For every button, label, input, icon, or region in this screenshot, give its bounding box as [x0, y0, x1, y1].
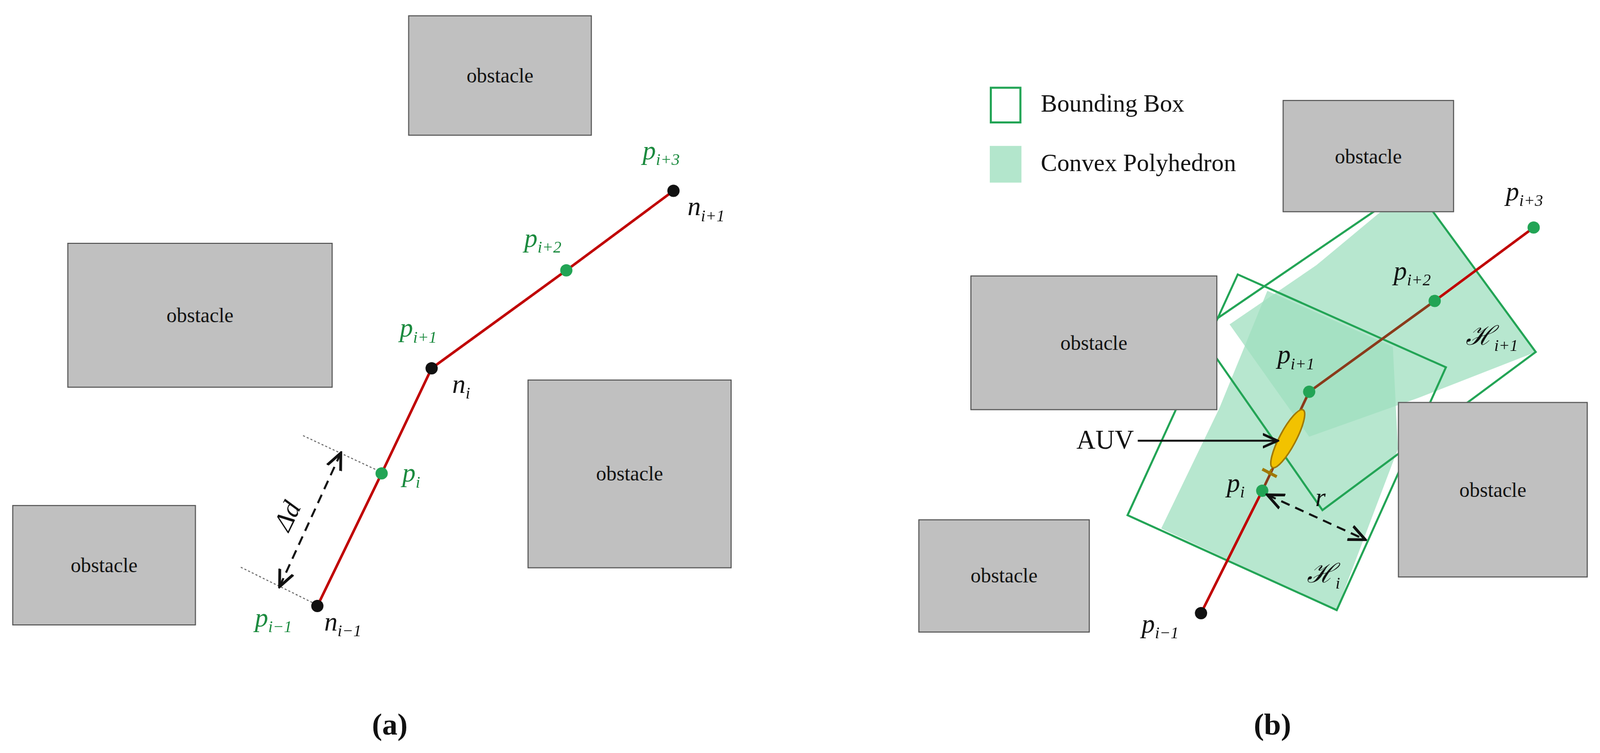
dimension-label: Δd [269, 497, 306, 535]
point-label: ni [452, 371, 471, 402]
leader-arrow [1137, 440, 1278, 443]
auv-body [1261, 406, 1311, 480]
point-label: pi+1 [1277, 341, 1315, 372]
point-label: pi+2 [1393, 258, 1431, 289]
obstacle-label: obstacle [596, 462, 664, 486]
legend-text: Bounding Box [1041, 90, 1185, 118]
node-point [310, 599, 324, 613]
region-label: ℋi [1306, 561, 1341, 592]
point-label: pi−1 [255, 605, 293, 636]
point-label: pi+3 [642, 137, 680, 169]
subfigure-caption: (b) [1253, 709, 1292, 740]
region-label: ℋi+1 [1465, 323, 1519, 355]
point-label: pi [1227, 470, 1245, 501]
waypoint [1428, 295, 1441, 308]
point-label: pi [402, 460, 421, 491]
point-label: ni−1 [324, 609, 362, 640]
obstacle-label: obstacle [1060, 330, 1128, 355]
obstacle-label: obstacle [1459, 478, 1527, 502]
convex-polyhedron [1229, 184, 1536, 437]
obstacle-box: obstacle [918, 519, 1091, 633]
obstacle-label: obstacle [466, 63, 534, 88]
obstacle-label: obstacle [70, 553, 138, 577]
point-label: pi−1 [1141, 611, 1179, 642]
path-line [1434, 227, 1534, 301]
obstacle-box: obstacle [1282, 99, 1455, 213]
dimension-label: r [1315, 484, 1326, 512]
path-line [1200, 490, 1263, 614]
obstacle-box: obstacle [12, 505, 197, 626]
extension-line [240, 567, 316, 605]
point-label: pi+1 [399, 315, 438, 346]
point-label: pi+2 [524, 225, 562, 256]
legend-swatch [989, 146, 1022, 183]
node-point [425, 362, 439, 375]
obstacle-label: obstacle [166, 303, 234, 328]
node-point [1194, 607, 1208, 620]
obstacle-box: obstacle [408, 15, 593, 136]
point-label: pi+3 [1505, 178, 1544, 210]
waypoint [559, 264, 573, 277]
waypoint [375, 467, 388, 480]
point-label: ni+1 [687, 194, 725, 225]
legend-text: Convex Polyhedron [1041, 149, 1237, 178]
legend-outline-sample [989, 86, 1022, 124]
waypoint [1527, 221, 1541, 234]
obstacle-label: obstacle [970, 564, 1038, 588]
subfigure-caption: (a) [371, 709, 408, 740]
obstacle-box: obstacle [1398, 402, 1588, 578]
obstacle-box: obstacle [67, 242, 333, 388]
obstacle-box: obstacle [527, 379, 732, 569]
obstacle-box: obstacle [970, 275, 1218, 411]
obstacle-label: obstacle [1335, 144, 1403, 169]
callout-label: AUV [1076, 427, 1134, 455]
node-point [667, 184, 680, 197]
waypoint [1256, 484, 1269, 497]
waypoint [1302, 385, 1316, 399]
